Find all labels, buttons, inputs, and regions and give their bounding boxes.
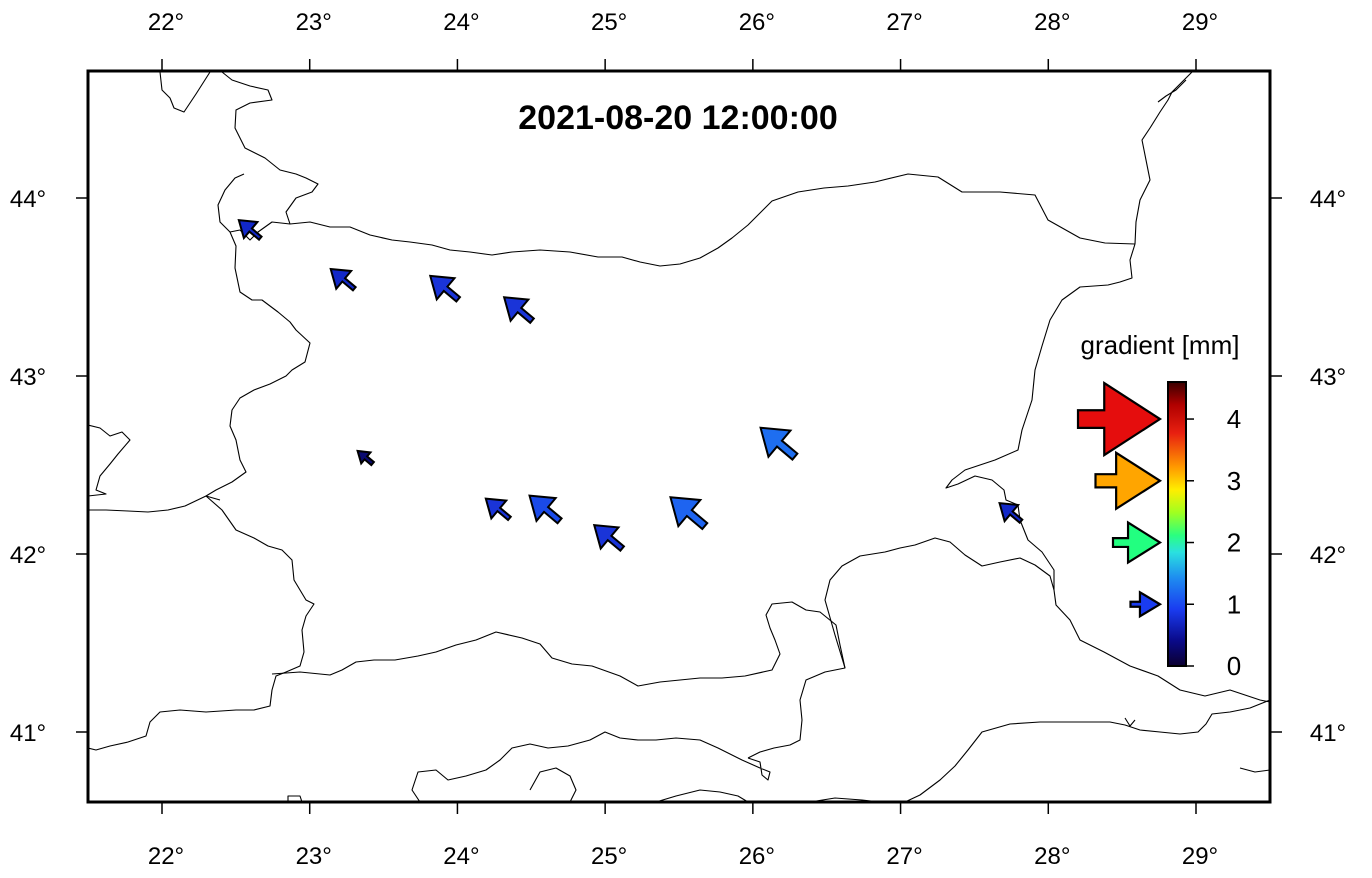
border-bulgaria-greece [271, 601, 846, 759]
x-tick-label: 25° [591, 843, 627, 870]
y-tick-label: 41° [10, 720, 46, 747]
arrow-shape [592, 523, 626, 553]
coast-bulgaria [945, 243, 1270, 703]
y-tick-labels-left: 44° 43° 42° 41° [10, 186, 46, 747]
x-tick-label: 24° [443, 843, 479, 870]
colorbar-tick-label: 2 [1227, 528, 1241, 558]
coast-greece [287, 731, 881, 802]
station-arrow-st-11 [998, 502, 1024, 525]
x-tick-label: 29° [1182, 843, 1218, 870]
x-tick-label: 23° [296, 843, 332, 870]
x-tick-label: 27° [886, 9, 922, 36]
x-tick-label: 28° [1034, 9, 1070, 36]
x-tick-label: 28° [1034, 843, 1070, 870]
legend-arrow-2 [1111, 520, 1163, 565]
x-tick-label: 22° [148, 843, 184, 870]
border-serbia-northwest [88, 424, 131, 497]
x-tick-label: 22° [148, 9, 184, 36]
station-arrow-st-05 [356, 449, 376, 467]
station-arrow-st-03 [428, 274, 462, 303]
colorbar-tick-label: 4 [1227, 404, 1241, 434]
border-serbia-bulgaria [205, 173, 311, 501]
y-tick-label: 44° [1310, 186, 1346, 213]
arrow-shape [237, 219, 263, 242]
y-tick-label: 41° [1310, 720, 1346, 747]
colorbar-tick-label: 1 [1227, 589, 1241, 619]
map-frame [86, 69, 1272, 804]
coast-romania [1134, 71, 1193, 245]
station-arrow-st-02 [329, 267, 358, 292]
arrow-shape [329, 267, 358, 292]
x-tick-label: 24° [443, 9, 479, 36]
arrow-shape [669, 496, 709, 531]
axis-ticks [76, 59, 1282, 814]
x-tick-label: 26° [739, 9, 775, 36]
colorbar-tick-label: 0 [1227, 651, 1241, 681]
map-title: 2021-08-20 12:00:00 [518, 99, 837, 137]
y-tick-label: 42° [1310, 542, 1346, 569]
country-borders [88, 71, 1270, 802]
arrow-shape [998, 502, 1024, 525]
x-tick-label: 27° [886, 843, 922, 870]
x-tick-label: 23° [296, 9, 332, 36]
y-tick-labels-right: 44° 43° 42° 41° [1310, 186, 1346, 747]
colorbar-tick-label: 3 [1227, 466, 1241, 496]
station-arrows [237, 219, 1024, 553]
station-arrow-st-08 [592, 523, 626, 553]
arrow-shape [356, 449, 376, 467]
station-arrow-st-06 [484, 497, 513, 522]
colorbar-ticks: 0 1 2 3 4 [1186, 404, 1241, 681]
x-tick-label: 26° [739, 843, 775, 870]
colorbar-scale [1167, 381, 1187, 667]
y-tick-label: 43° [10, 364, 46, 391]
legend-arrow-1 [1129, 590, 1163, 619]
border-romania-west [159, 71, 319, 225]
border-macedonia [88, 495, 315, 751]
y-tick-label: 43° [1310, 364, 1346, 391]
arrow-shape [428, 274, 462, 303]
y-tick-label: 44° [10, 186, 46, 213]
arrow-shape [484, 497, 513, 522]
station-arrow-st-01 [237, 219, 263, 242]
x-tick-labels-bottom: 22° 23° 24° 25° 26° 27° 28° 29° [148, 843, 1218, 870]
x-tick-label: 25° [591, 9, 627, 36]
colorbar-label: gradient [mm] [1081, 330, 1240, 360]
x-tick-label: 29° [1182, 9, 1218, 36]
y-tick-label: 42° [10, 542, 46, 569]
station-arrow-st-04 [502, 296, 536, 325]
legend-arrows [1076, 381, 1163, 619]
arrow-shape [759, 426, 799, 461]
colorbar-legend: gradient [mm] 0 1 2 3 4 [1076, 330, 1241, 681]
station-arrow-st-07 [528, 494, 564, 525]
arrow-shape [528, 494, 564, 525]
border-romania-bulgaria [239, 173, 1136, 267]
coast-turkey-europe [904, 699, 1270, 802]
x-tick-labels-top: 22° 23° 24° 25° 26° 27° 28° 29° [148, 9, 1218, 36]
arrow-shape [502, 296, 536, 325]
station-arrow-st-10 [759, 426, 799, 461]
legend-arrow-4 [1076, 381, 1163, 458]
station-arrow-st-09 [669, 496, 709, 531]
legend-arrow-3 [1094, 450, 1163, 511]
border-bulgaria-turkey [824, 537, 1055, 669]
